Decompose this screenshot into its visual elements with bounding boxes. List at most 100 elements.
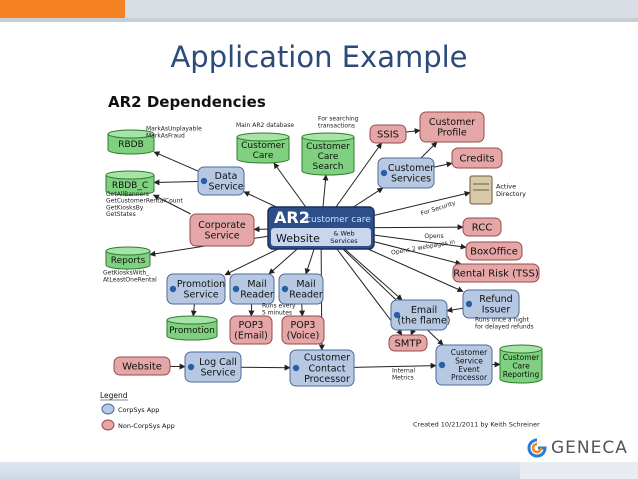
node-label: Credits [459, 154, 494, 165]
legend-noncorpsys-label: Non-CorpSys App [118, 422, 175, 430]
service-icon [380, 169, 388, 177]
node-pop3-email: POP3(Email) [229, 315, 273, 345]
node-promotion: Promotion [166, 315, 218, 341]
edge-customer_contact_processor-customer_service_event_processor [353, 362, 437, 369]
edge-center-email_flame [344, 248, 403, 301]
edge-center-ssis [335, 142, 382, 208]
edge-customer_services-credits [433, 161, 453, 168]
node-email-flame: Email(the flame) [390, 299, 451, 331]
legend-title: Legend [100, 391, 128, 400]
node-pop3-voice: POP3(Voice) [281, 315, 325, 345]
node-rbdb-c: RBDB_C [105, 170, 155, 196]
geneca-logo-icon [527, 438, 547, 458]
edge-center-data_service [243, 191, 277, 208]
annotation-opens: Opens [424, 233, 443, 240]
edge-data_service-rbdb [153, 151, 199, 172]
annotation-main-db: Main AR2 database [236, 122, 294, 129]
edge-center-customer_services [353, 187, 384, 208]
node-label: POP3(Voice) [287, 320, 320, 342]
ar2-website-label: Website [276, 232, 320, 245]
edge-center-rental_risk [373, 241, 462, 266]
service-icon [200, 177, 208, 185]
annotation-for-security: For Security [420, 200, 457, 218]
service-icon [281, 285, 289, 293]
service-icon [232, 285, 240, 293]
edge-center-rcc [373, 224, 464, 231]
node-label: Email(the flame) [398, 305, 451, 327]
top-accent-bar [0, 0, 125, 18]
edge-ssis-customer_profile [405, 128, 421, 135]
node-label: BoxOffice [470, 247, 518, 258]
edge-center-promotion_service [224, 248, 279, 276]
edge-center-mail_reader_voice [304, 248, 315, 275]
node-label: RCC [472, 223, 492, 234]
service-icon [169, 285, 177, 293]
edge-center-customer_care_search [322, 174, 329, 208]
top-bar [0, 0, 638, 22]
edge-center-refund_issuer [367, 248, 464, 293]
node-rcc: RCC [462, 217, 502, 237]
slide-title: Application Example [170, 40, 468, 74]
node-label: Rental Risk (TSS) [453, 269, 539, 280]
edge-center-mail_reader_email [268, 248, 298, 275]
node-label: Website [122, 362, 162, 373]
node-label: POP3(Email) [234, 320, 268, 342]
annotation-created: Created 10/21/2011 by Keith Schreiner [413, 420, 540, 428]
edge-mail_reader_voice-pop3_voice [299, 303, 306, 317]
node-boxoffice: BoxOffice [465, 241, 523, 261]
diagram-title: AR2 Dependencies [108, 93, 266, 111]
node-rbdb: RBDB [107, 129, 155, 155]
legend-noncorpsys-swatch [101, 419, 115, 431]
edge-data_service-rbdb_c [153, 179, 199, 186]
node-label: SMTP [394, 339, 421, 350]
edge-corporate_service-rbdb_c [152, 194, 191, 215]
ar2-name: AR2 [274, 208, 310, 227]
node-credits: Credits [451, 147, 503, 169]
service-icon [393, 311, 401, 319]
edge-center-active_directory [373, 190, 471, 216]
edge-center-boxoffice [373, 234, 467, 250]
node-smtp: SMTP [388, 334, 428, 352]
legend-corpsys-swatch [101, 403, 115, 415]
geneca-logo-text: GENECA [551, 438, 628, 458]
node-rental-risk: Rental Risk (TSS) [452, 263, 540, 283]
